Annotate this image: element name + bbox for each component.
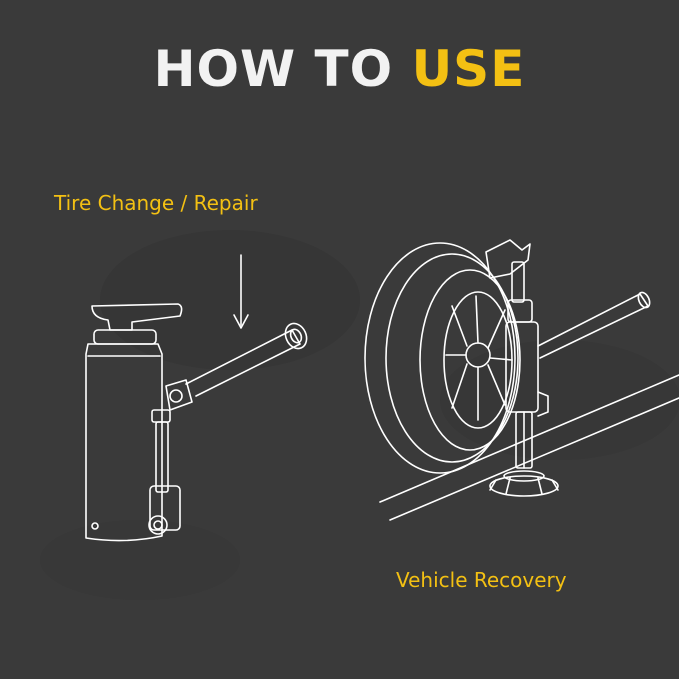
title-main: HOW TO bbox=[153, 40, 394, 98]
page-title: HOW TO USE bbox=[0, 40, 679, 98]
vehicle-recovery-label: Vehicle Recovery bbox=[396, 568, 567, 592]
title-accent: USE bbox=[411, 40, 526, 98]
down-arrow-icon bbox=[233, 254, 249, 329]
tire-change-label: Tire Change / Repair bbox=[54, 191, 258, 215]
